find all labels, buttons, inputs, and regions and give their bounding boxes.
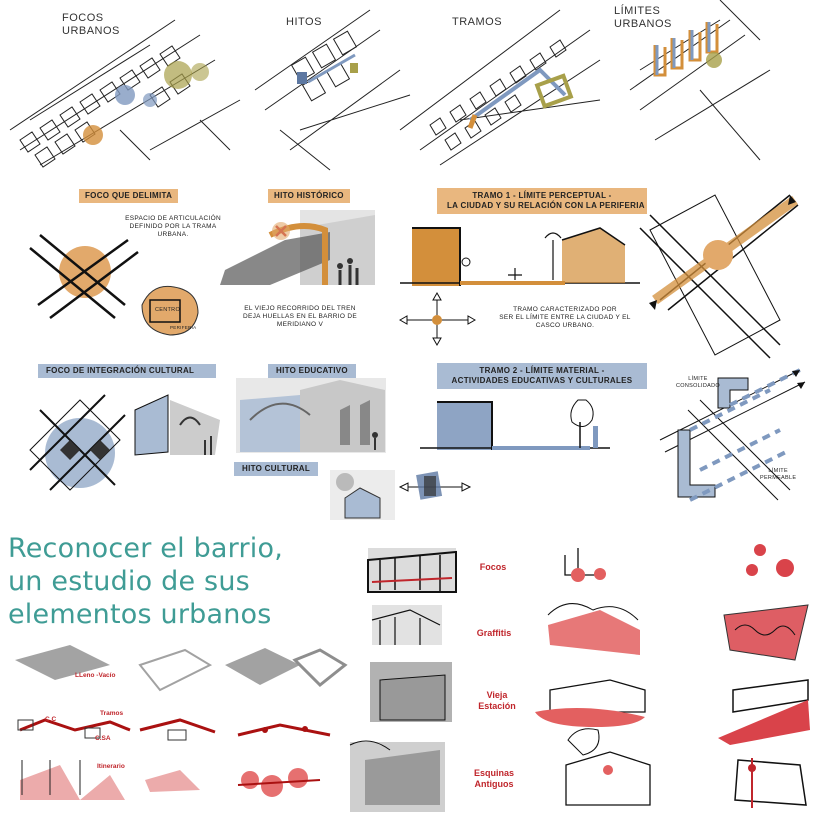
label-itinerario: Itinerario [97,763,125,770]
note-limite-consolidado: LÍMITE CONSOLIDADO [676,376,720,389]
label-csa: C.SA [95,735,111,742]
note-tramo-caracterizado: TRAMO CARACTERIZADO POR SER EL LÍMITE EN… [499,306,631,329]
label-hito-educativo: HITO EDUCATIVO [268,364,356,378]
label-focos: Focos [479,562,507,572]
label-hito-historico: HITO HISTÓRICO [268,189,350,203]
page-title-line-3: elementos urbanos [8,599,272,630]
page-title-line-1: Reconocer el barrio, [8,533,284,564]
label-tramo-1: TRAMO 1 - LÍMITE PERCEPTUAL - LA CIUDAD … [437,188,647,214]
page-title-line-2: un estudio de sus [8,566,250,597]
note-viejo-recorrido-tren: EL VIEJO RECORRIDO DEL TREN DEJA HUELLAS… [243,305,357,328]
note-espacio-articulacion: ESPACIO DE ARTICULACIÓN DEFINIDO POR LA … [125,215,221,238]
header-limites-urbanos: LÍMITES URBANOS [614,5,672,30]
label-foco-que-delimita: FOCO QUE DELIMITA [79,189,179,203]
note-centro: CENTRO [155,307,181,313]
label-hito-cultural: HITO CULTURAL [234,462,319,476]
label-graffitis: Graffitis [476,628,512,638]
label-vieja-estacion: Vieja Estación [478,690,516,711]
label-tramos-bottom: Tramos [100,710,124,717]
note-limite-permeable: LÍMITE PERMEABLE [760,468,797,481]
label-cc: C.C [45,716,57,723]
header-tramos: TRAMOS [452,16,503,28]
label-esquinas-antiguos: Esquinas Antiguos [473,768,514,789]
label-foco-integracion-cultural: FOCO DE INTEGRACIÓN CULTURAL [38,364,216,378]
label-tramo-2: TRAMO 2 - LÍMITE MATERIAL - ACTIVIDADES … [437,363,647,389]
note-periferia: PERIFERIA [170,325,197,330]
header-hitos: HITOS [286,16,322,28]
header-focos-urbanos: FOCOS URBANOS [62,12,120,37]
label-lleno-vacio: LLeno -Vacío [75,672,116,679]
